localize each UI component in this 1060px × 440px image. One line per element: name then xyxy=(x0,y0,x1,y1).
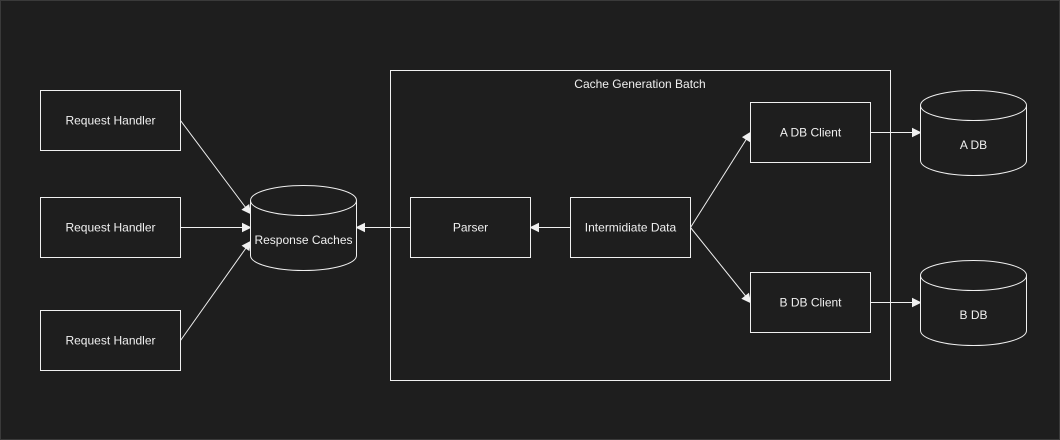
edges xyxy=(180,120,922,341)
cylinder-rim xyxy=(920,105,1027,121)
arrowhead xyxy=(529,222,539,233)
cylinder-rim xyxy=(250,200,357,216)
edge-request-handler-3-to-response-caches xyxy=(180,240,252,341)
arrowhead xyxy=(912,297,922,308)
node-label: Request Handler xyxy=(65,114,155,128)
cylinder-body xyxy=(250,185,357,271)
node-a-db[interactable]: A DB xyxy=(920,90,1027,176)
node-label: Intermidiate Data xyxy=(585,221,677,235)
node-label: Request Handler xyxy=(65,221,155,235)
node-label: Request Handler xyxy=(65,334,155,348)
edge-request-handler-1-to-response-caches xyxy=(180,120,252,215)
node-parser[interactable]: Parser xyxy=(410,197,531,258)
node-label: B DB Client xyxy=(779,296,842,310)
node-a-db-client[interactable]: A DB Client xyxy=(750,102,871,163)
edge-request-handler-2-to-response-caches xyxy=(180,222,252,233)
arrowhead xyxy=(912,127,922,138)
node-label: Response Caches xyxy=(254,233,352,247)
node-request-handler-2[interactable]: Request Handler xyxy=(40,197,181,258)
arrowhead xyxy=(355,222,365,233)
cylinder-body xyxy=(920,90,1027,176)
node-b-db[interactable]: B DB xyxy=(920,260,1027,346)
node-intermidiate-data[interactable]: Intermidiate Data xyxy=(570,197,691,258)
arrowhead xyxy=(741,292,752,304)
arrowhead xyxy=(241,204,252,215)
node-label: A DB xyxy=(960,138,987,152)
node-label: A DB Client xyxy=(780,126,842,140)
edge-parser-to-response-caches xyxy=(355,222,411,233)
node-label: B DB xyxy=(959,308,987,322)
edge-intermidiate-data-to-parser xyxy=(529,222,571,233)
cylinder-rim xyxy=(920,275,1027,291)
node-request-handler-1[interactable]: Request Handler xyxy=(40,90,181,151)
arrowhead xyxy=(241,240,252,252)
node-b-db-client[interactable]: B DB Client xyxy=(750,272,871,333)
edge-b-db-client-to-b-db xyxy=(870,297,922,308)
edge-intermidiate-data-to-b-db-client xyxy=(690,227,752,304)
cylinder-body xyxy=(920,260,1027,346)
edge-a-db-client-to-a-db xyxy=(870,127,922,138)
node-response-caches[interactable]: Response Caches xyxy=(250,185,357,271)
group-label: Cache Generation Batch xyxy=(574,77,705,91)
node-request-handler-3[interactable]: Request Handler xyxy=(40,310,181,371)
node-label: Parser xyxy=(453,221,488,235)
arrowhead xyxy=(242,222,252,233)
